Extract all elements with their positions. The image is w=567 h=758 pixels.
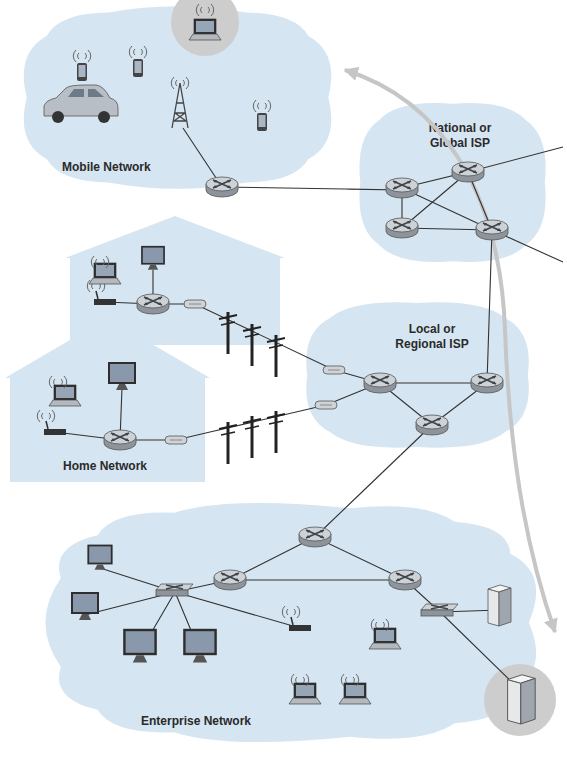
telephone-poles [219, 312, 285, 464]
cloud-shape [24, 6, 331, 188]
highlight-circle [484, 664, 556, 736]
smartphones [73, 46, 270, 131]
desktop-computers [71, 246, 217, 663]
network-cloud: National or Global ISP [350, 95, 555, 270]
house-outline [65, 216, 285, 345]
region-label: Mobile Network [62, 160, 172, 175]
cell-tower [171, 77, 188, 128]
house-shape [5, 318, 210, 482]
region-outline [5, 318, 210, 482]
network-link [489, 270, 491, 295]
network-cloud: Mobile Network [10, 0, 345, 195]
laptops [49, 4, 401, 704]
network-link [210, 412, 295, 432]
network-link [345, 189, 350, 190]
servers [488, 585, 535, 724]
region-label: National or Global ISP [412, 121, 508, 151]
region-label: Enterprise Network [126, 714, 266, 729]
house-region: Home Network [5, 318, 210, 482]
region-label: Home Network [40, 459, 170, 474]
highlight-circle [171, 0, 239, 56]
region-outline [30, 495, 555, 750]
cloud-shape [45, 503, 536, 742]
modems [165, 300, 345, 444]
car [44, 85, 118, 123]
region-label: Local or Regional ISP [387, 322, 477, 352]
network-wires [55, 128, 563, 688]
communication-arrow [345, 70, 555, 632]
cloud-shape [306, 302, 529, 447]
switches [156, 584, 458, 616]
wireless-access-points [37, 280, 311, 631]
network-cloud: Enterprise Network [30, 495, 555, 750]
region-outline [10, 0, 345, 195]
routers [104, 162, 508, 590]
network-link [359, 455, 401, 495]
cloud-shape [359, 103, 545, 262]
